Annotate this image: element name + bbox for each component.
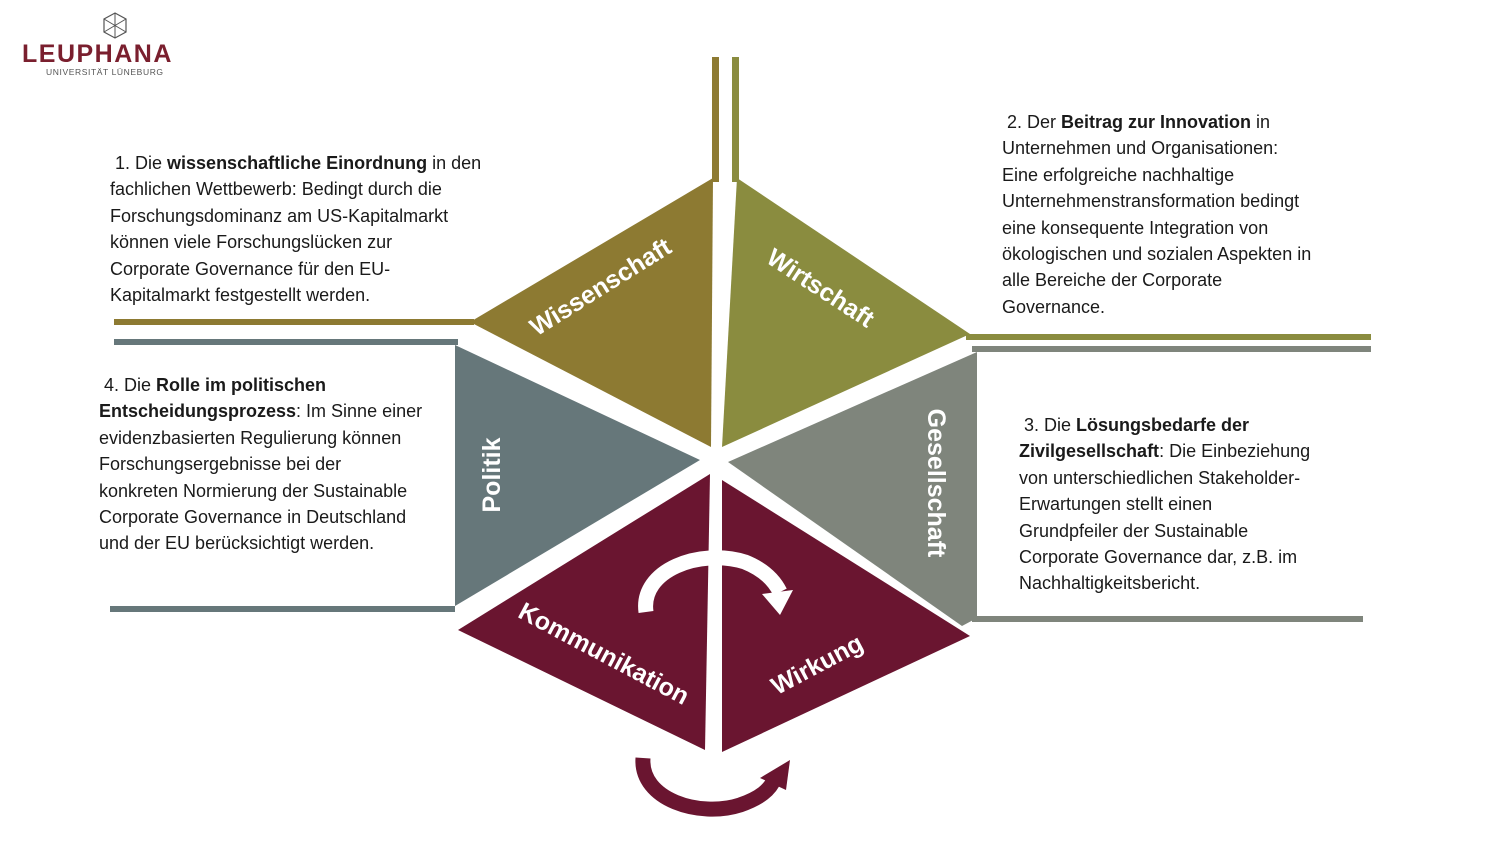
text: 1. Die — [110, 153, 168, 173]
text-line: Governance. — [1002, 294, 1311, 320]
text-line: 1. Die wissenschaftliche Einordnung in d… — [110, 150, 481, 176]
bold-text: Beitrag zur Innovation — [1061, 112, 1252, 132]
text: von unterschiedlichen Stakeholder- — [1019, 467, 1301, 488]
text: ökologischen und sozialen Aspekten in — [1002, 244, 1312, 265]
logo-subtitle: UNIVERSITÄT LÜNEBURG — [46, 67, 164, 77]
label-politik: Politik — [478, 437, 506, 512]
paragraph-wissenschaft: 1. Die wissenschaftliche Einordnung in d… — [110, 150, 481, 308]
text-line: alle Bereiche der Corporate — [1002, 267, 1311, 293]
text: in — [1251, 112, 1271, 132]
text-line: Erwartungen stellt einen — [1019, 491, 1310, 517]
text-line: Forschungsergebnisse bei der — [99, 451, 422, 477]
text: Eine erfolgreiche nachhaltige — [1002, 164, 1235, 185]
text: Forschungsergebnisse bei der — [99, 454, 342, 475]
gesellschaft-top-line — [972, 346, 1371, 352]
text-line: Nachhaltigkeitsbericht. — [1019, 570, 1310, 596]
logo-wordmark: LEUPHANA — [22, 40, 173, 68]
text-line: konkreten Normierung der Sustainable — [99, 478, 422, 504]
text: Unternehmen und Organisationen: — [1002, 138, 1279, 159]
segment-wirkung — [722, 480, 970, 752]
text: fachlichen Wettbewerb: Bedingt durch die — [110, 179, 442, 200]
bold-text: Rolle im politischen — [156, 375, 327, 395]
text-line: Entscheidungsprozess: Im Sinne einer — [99, 398, 422, 424]
text-line: 2. Der Beitrag zur Innovation in — [1002, 109, 1311, 135]
segment-wirtschaft — [722, 178, 970, 447]
text: Corporate Governance für den EU- — [110, 258, 391, 279]
text-line: fachlichen Wettbewerb: Bedingt durch die — [110, 176, 481, 202]
wirtschaft-horizontal-line — [966, 334, 1371, 340]
text: Nachhaltigkeitsbericht. — [1019, 573, 1201, 594]
bold-text: Entscheidungsprozess — [99, 401, 297, 422]
bold-text: Lösungsbedarfe der — [1076, 415, 1250, 435]
politik-top-line — [114, 339, 458, 345]
text: Corporate Governance dar, z.B. im — [1019, 547, 1298, 568]
gesellschaft-bottom-line — [972, 616, 1363, 622]
text-line: Forschungsdominanz am US-Kapitalmarkt — [110, 203, 481, 229]
text: 3. Die — [1019, 415, 1077, 435]
text-line: können viele Forschungslücken zur — [110, 229, 481, 255]
text: Erwartungen stellt einen — [1019, 494, 1213, 515]
text: : Die Einbeziehung — [1159, 441, 1311, 462]
bold-text: wissenschaftliche Einordnung — [167, 153, 428, 173]
text-line: Zivilgesellschaft: Die Einbeziehung — [1019, 438, 1310, 464]
segment-kommunikation — [458, 474, 710, 750]
text-line: Unternehmen und Organisationen: — [1002, 135, 1311, 161]
segment-politik — [455, 345, 700, 606]
text-line: 4. Die Rolle im politischen — [99, 372, 422, 398]
text: konkreten Normierung der Sustainable — [99, 480, 408, 501]
cycle-arrow-icon — [638, 550, 793, 615]
text-line: evidenzbasierten Regulierung können — [99, 425, 422, 451]
text: 2. Der — [1002, 112, 1062, 132]
text: Corporate Governance in Deutschland — [99, 507, 407, 528]
text: in den — [427, 153, 482, 173]
text: alle Bereiche der Corporate — [1002, 270, 1223, 291]
text: 4. Die — [99, 375, 157, 395]
text: eine konsequente Integration von — [1002, 217, 1269, 238]
text: : Im Sinne einer — [296, 401, 423, 422]
text: können viele Forschungslücken zur — [110, 232, 393, 253]
hexagon-cube-icon — [103, 12, 127, 39]
text: evidenzbasierten Regulierung können — [99, 427, 402, 448]
text-line: 3. Die Lösungsbedarfe der — [1019, 412, 1310, 438]
text: Unternehmenstransformation bedingt — [1002, 191, 1300, 212]
text: Governance. — [1002, 296, 1106, 317]
label-gesellschaft: Gesellschaft — [922, 409, 950, 558]
text-line: Grundpfeiler der Sustainable — [1019, 518, 1310, 544]
text-line: Unternehmenstransformation bedingt — [1002, 188, 1311, 214]
wissenschaft-vertical-line — [712, 57, 719, 182]
feedback-arrow-icon — [635, 757, 790, 817]
text-line: und der EU berücksichtigt werden. — [99, 530, 422, 556]
text-line: ökologischen und sozialen Aspekten in — [1002, 241, 1311, 267]
text-line: eine konsequente Integration von — [1002, 215, 1311, 241]
text-line: Corporate Governance für den EU- — [110, 256, 481, 282]
wirtschaft-vertical-line — [732, 57, 739, 182]
segment-wissenschaft — [470, 178, 713, 447]
bold-text: Zivilgesellschaft — [1019, 441, 1160, 462]
text-line: Eine erfolgreiche nachhaltige — [1002, 162, 1311, 188]
text-line: Corporate Governance dar, z.B. im — [1019, 544, 1310, 570]
text: und der EU berücksichtigt werden. — [99, 533, 375, 554]
text-line: von unterschiedlichen Stakeholder- — [1019, 465, 1310, 491]
politik-bottom-line — [110, 606, 455, 612]
wissenschaft-horizontal-line — [114, 319, 474, 325]
text: Grundpfeiler der Sustainable — [1019, 520, 1249, 541]
text: Forschungsdominanz am US-Kapitalmarkt — [110, 205, 449, 226]
text-line: Kapitalmarkt festgestellt werden. — [110, 282, 481, 308]
segment-gesellschaft — [728, 352, 977, 626]
text: Kapitalmarkt festgestellt werden. — [110, 285, 371, 306]
text-line: Corporate Governance in Deutschland — [99, 504, 422, 530]
